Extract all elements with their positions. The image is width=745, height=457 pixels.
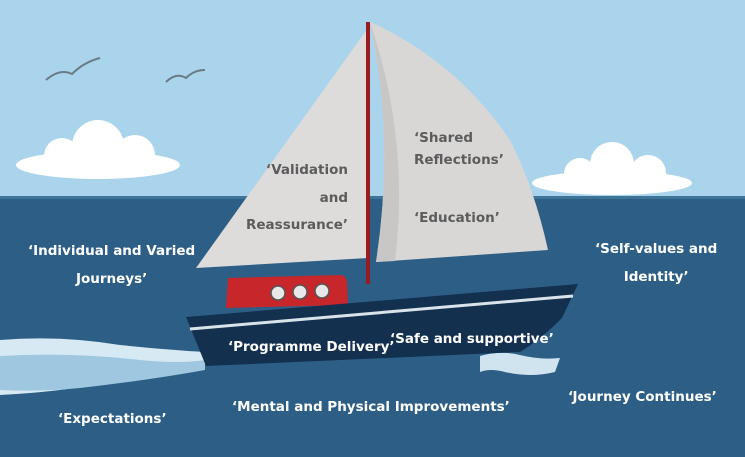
label-journey-continues: ‘Journey Continues’ bbox=[568, 389, 717, 405]
hull-stripe bbox=[189, 294, 574, 331]
label-expectations: ‘Expectations’ bbox=[58, 411, 167, 427]
cloud-left bbox=[16, 120, 180, 179]
wake-left bbox=[0, 338, 205, 395]
label-individual-journeys: ‘Individual and Varied Journeys’ bbox=[28, 243, 196, 287]
mast bbox=[366, 22, 370, 284]
porthole-icon bbox=[292, 284, 308, 300]
label-safe-supportive: ‘Safe and supportive’ bbox=[390, 331, 554, 347]
horizon-line bbox=[0, 196, 745, 199]
wake-right bbox=[480, 352, 560, 375]
cloud-right bbox=[532, 142, 692, 195]
label-self-values: ‘Self-values and Identity’ bbox=[595, 241, 718, 285]
bird-icon bbox=[45, 57, 101, 81]
label-shared-reflections: ‘Shared Reflections’ bbox=[414, 130, 504, 168]
jib-sail bbox=[370, 22, 548, 262]
porthole-icon bbox=[270, 285, 286, 301]
label-mental-physical: ‘Mental and Physical Improvements’ bbox=[232, 399, 510, 415]
main-sail bbox=[196, 28, 368, 268]
label-validation: ‘Validation and Reassurance’ bbox=[246, 162, 349, 234]
porthole-icon bbox=[314, 283, 330, 299]
cabin bbox=[226, 275, 348, 308]
label-programme-delivery: ‘Programme Delivery’ bbox=[228, 339, 395, 355]
label-education: ‘Education’ bbox=[414, 210, 500, 226]
bird-icon bbox=[165, 69, 206, 83]
